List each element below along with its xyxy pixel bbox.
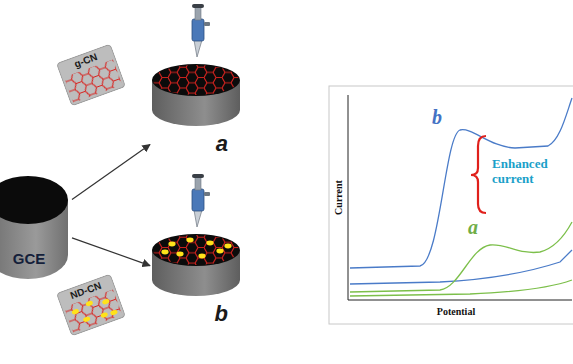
material-sheet: ND-CN xyxy=(56,273,126,336)
curve-a xyxy=(350,222,572,292)
axis-title: Current xyxy=(333,180,344,215)
electrode-letter: a xyxy=(216,132,228,156)
axis-title: Potential xyxy=(437,306,475,317)
arrow xyxy=(72,238,150,266)
curve-b xyxy=(350,250,572,284)
pipette xyxy=(192,174,210,227)
modified-electrode: a xyxy=(150,62,242,162)
glassy-carbon-electrode: GCE xyxy=(0,175,72,275)
material-sheet: g-CN xyxy=(56,43,126,106)
electrode-letter: b xyxy=(215,302,228,326)
arrow xyxy=(72,144,150,199)
annotation: Enhanced current xyxy=(492,156,566,186)
pipette xyxy=(192,4,210,57)
plot-frame xyxy=(329,86,573,324)
curve-label: b xyxy=(432,106,442,129)
x-axis xyxy=(348,300,572,301)
bracket xyxy=(471,136,486,213)
curve-a xyxy=(350,280,572,296)
curve-label: a xyxy=(468,216,478,239)
electrode-label: GCE xyxy=(13,250,46,267)
modified-electrode: b xyxy=(150,232,242,332)
curve-b xyxy=(350,98,572,268)
y-axis xyxy=(348,95,349,300)
